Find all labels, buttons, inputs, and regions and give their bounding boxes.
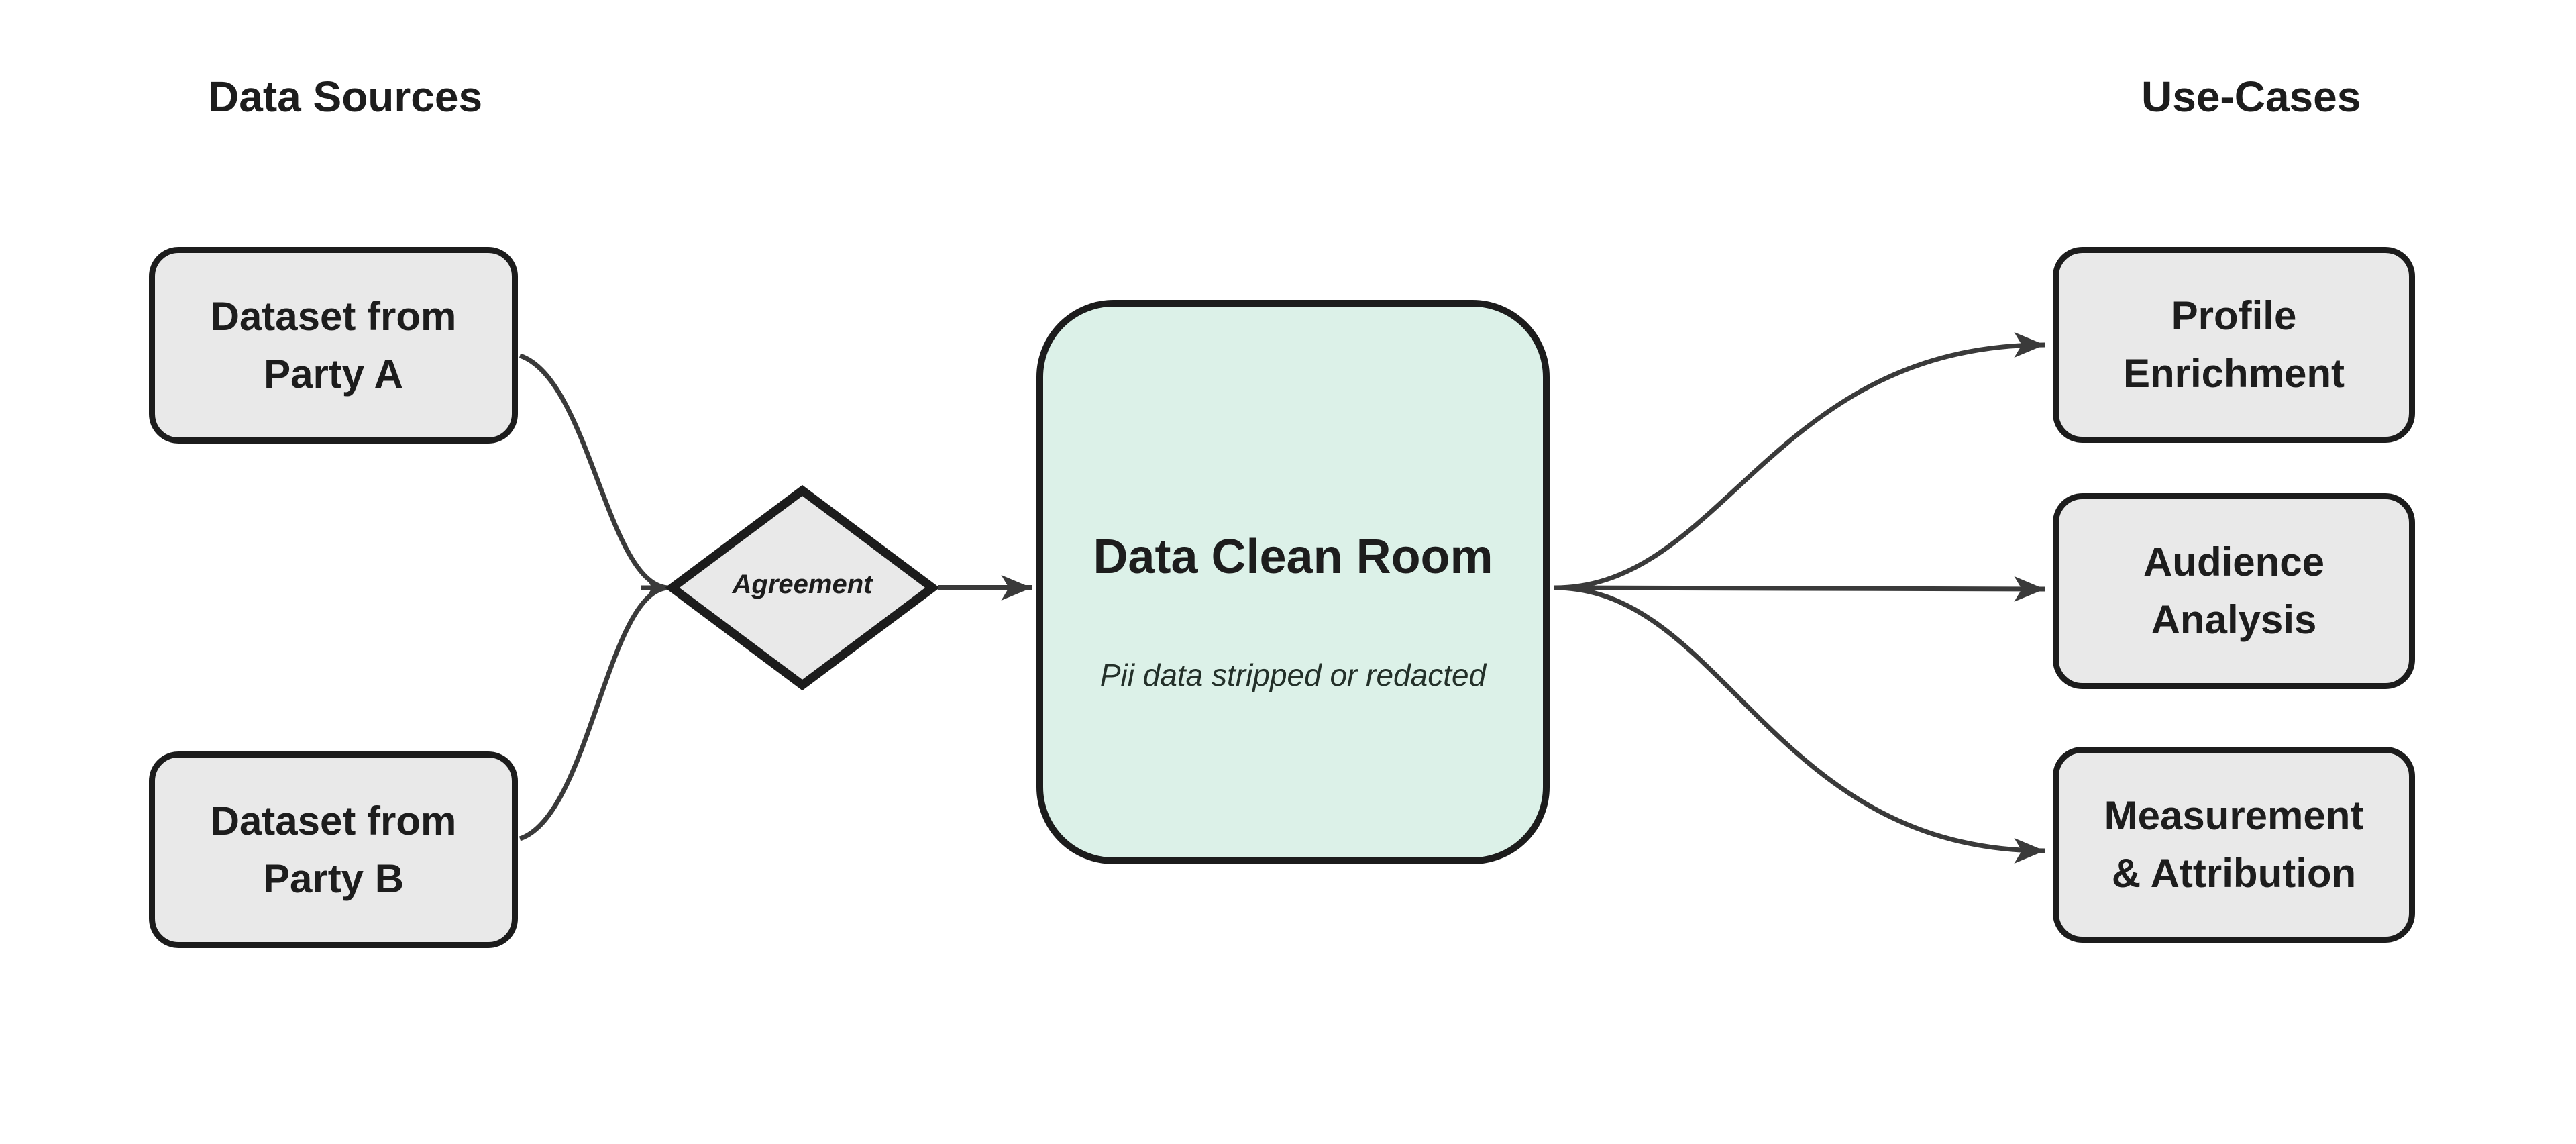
connector-clean-room-to-measurement (1554, 585, 2045, 864)
connector-clean-room-to-audience (1554, 576, 2045, 602)
node-data-clean-room: Data Clean Room Pii data stripped or red… (1036, 300, 1550, 864)
node-measurement-attribution: Measurement & Attribution (2053, 747, 2415, 943)
connector-party-b-to-agreement (519, 585, 670, 841)
data-clean-room-subtitle: Pii data stripped or redacted (1099, 658, 1487, 692)
node-profile-enrichment: Profile Enrichment (2053, 247, 2415, 443)
data-clean-room-title: Data Clean Room (1093, 530, 1493, 584)
node-dataset-party-b-label: Dataset from Party B (210, 798, 457, 901)
node-dataset-party-b: Dataset from Party B (149, 751, 518, 948)
node-measurement-attribution-label: Measurement & Attribution (2104, 793, 2364, 896)
heading-data-sources: Data Sources (208, 72, 483, 121)
heading-use-cases: Use-Cases (2141, 72, 2361, 121)
node-profile-enrichment-label: Profile Enrichment (2123, 293, 2345, 396)
agreement-label: Agreement (732, 570, 873, 599)
connector-clean-room-to-profile (1554, 332, 2045, 590)
connector-party-a-to-agreement (519, 353, 670, 590)
agreement-diamond-shape (665, 484, 940, 691)
node-dataset-party-a: Dataset from Party A (149, 247, 518, 444)
node-audience-analysis: Audience Analysis (2053, 493, 2415, 689)
node-dataset-party-a-label: Dataset from Party A (210, 293, 457, 397)
node-audience-analysis-label: Audience Analysis (2143, 539, 2325, 642)
